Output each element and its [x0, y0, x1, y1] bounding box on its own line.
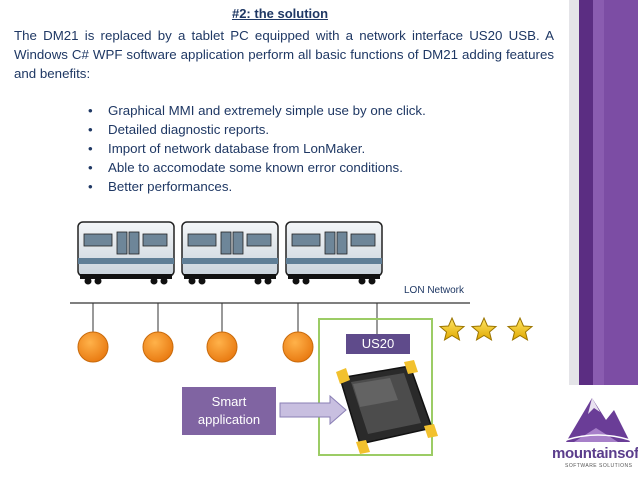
feature-item: Detailed diagnostic reports.: [88, 120, 426, 139]
train-car: [181, 221, 279, 285]
train-car: [285, 221, 383, 285]
star-icon: [506, 316, 534, 342]
feature-item: Graphical MMI and extremely simple use b…: [88, 101, 426, 120]
arrow-icon: [279, 394, 347, 426]
logo-wordmark: mountainsoft: [552, 445, 638, 462]
star-icon: [470, 316, 498, 342]
smart-application-box: Smart application: [182, 387, 276, 435]
network-node: [206, 331, 238, 363]
feature-item: Import of network database from LonMaker…: [88, 139, 426, 158]
star-icon: [438, 316, 466, 342]
tablet-pc-icon: [336, 360, 438, 454]
slide-title: #2: the solution: [231, 6, 329, 21]
tablet-highlight-box: [318, 318, 433, 456]
mountainsoft-logo-icon: [565, 398, 631, 442]
network-node: [142, 331, 174, 363]
intro-paragraph: The DM21 is replaced by a tablet PC equi…: [14, 28, 554, 81]
train-icon: [77, 221, 383, 285]
lon-network-label: LON Network: [404, 285, 465, 296]
right-stripe-dark: [579, 0, 593, 479]
us20-interface-box: US20: [346, 334, 410, 354]
feature-list: Graphical MMI and extremely simple use b…: [88, 101, 426, 196]
smart-app-line1: Smart: [211, 394, 247, 409]
smart-app-line2: application: [197, 412, 261, 427]
network-node: [77, 331, 109, 363]
train-car: [77, 221, 175, 285]
feature-item: Able to accomodate some known error cond…: [88, 158, 426, 177]
right-stripe-light: [569, 0, 579, 479]
network-node: [282, 331, 314, 363]
feature-item: Better performances.: [88, 177, 426, 196]
logo-tagline: SOFTWARE SOLUTIONS: [565, 463, 633, 469]
right-stripe-mid: [593, 0, 604, 479]
